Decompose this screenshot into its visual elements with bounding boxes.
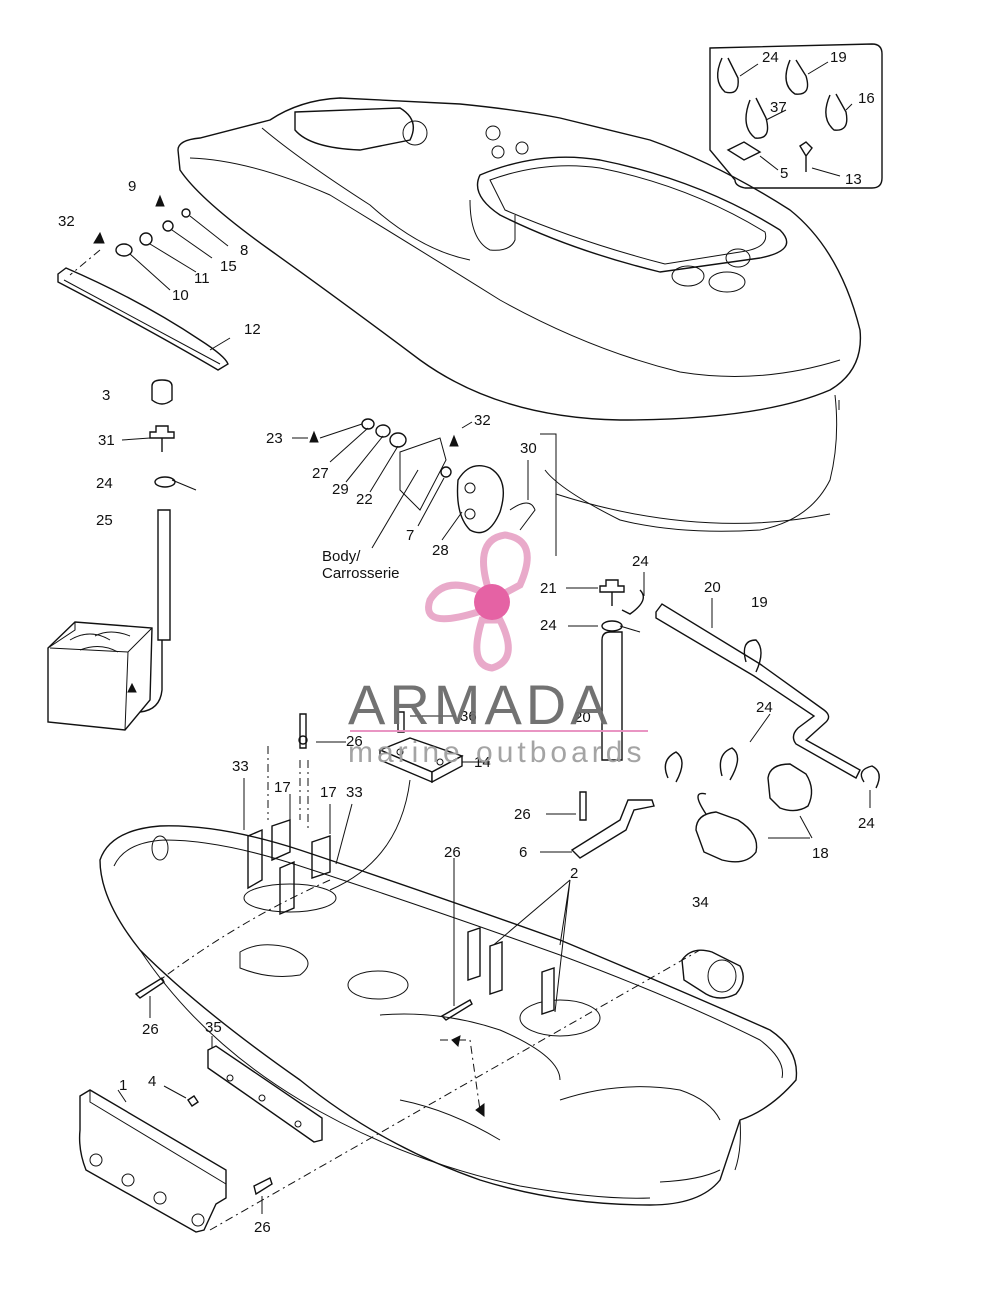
callout-8: 8 [240,242,248,259]
callout-27: 27 [312,465,329,482]
float-assembly: 24 24 18 26 6 [514,699,875,863]
propeller-logo [425,531,531,672]
callout-7: 7 [406,527,414,544]
callout-25: 25 [96,512,113,529]
callout-3: 3 [102,387,110,404]
callout-24: 24 [96,475,113,492]
drain-hose-assembly: 21 24 24 20 19 20 [540,553,880,789]
callout-26: 26 [142,1021,159,1038]
callout-20: 20 [704,579,721,596]
callout-37: 37 [770,99,787,116]
callout-29: 29 [332,481,349,498]
callout-32: 32 [474,412,491,429]
callout-24: 24 [762,49,779,66]
watermark-subtitle: marine outboards [348,736,645,769]
lower-hull: 26 2 34 26 [99,825,798,1231]
callout-21: 21 [540,580,557,597]
callout-13: 13 [845,171,862,188]
callout-22: 22 [356,491,373,508]
armada-watermark: ARMADA marine outboards [348,531,648,769]
rail-assembly: 9 32 8 15 11 10 12 [57,178,261,371]
callout-31: 31 [98,432,115,449]
callout-34: 34 [692,894,709,911]
skid-plate-assembly: 35 4 1 26 [78,1019,323,1236]
callout-32: 32 [58,213,75,230]
callout-24: 24 [540,617,557,634]
callout-9: 9 [128,178,136,195]
callout-2: 2 [570,865,578,882]
callout-26: 26 [254,1219,271,1236]
callout-20: 20 [574,709,591,726]
callout-19: 19 [830,49,847,66]
callout-19: 19 [751,594,768,611]
callout-6: 6 [519,844,527,861]
callout-35: 35 [205,1019,222,1036]
upper-hull-deck [177,97,862,532]
callout-14: 14 [474,754,491,771]
callout-17: 17 [274,779,291,796]
callout-12: 12 [244,321,261,338]
callout-26: 26 [514,806,531,823]
body-label-line2: Carrosserie [322,565,400,582]
callout-33: 33 [232,758,249,775]
mount-brackets: 36 26 14 33 17 17 33 [232,708,491,916]
callout-1: 1 [119,1077,127,1094]
vent-cover-assembly: 23 27 29 22 7 28 32 30 Body/ Carrosserie [266,412,831,582]
callout-18: 18 [812,845,829,862]
callout-24: 24 [858,815,875,832]
body-label-line1: Body/ [322,548,361,565]
callout-24: 24 [632,553,649,570]
vent-tube-assembly: 3 31 24 25 [47,379,197,731]
callout-26: 26 [346,733,363,750]
callout-30: 30 [520,440,537,457]
callout-15: 15 [220,258,237,275]
callout-23: 23 [266,430,283,447]
callout-36: 36 [460,708,477,725]
hardware-inset: 24 19 37 16 5 13 [709,43,883,189]
callout-26: 26 [444,844,461,861]
callout-28: 28 [432,542,449,559]
callout-10: 10 [172,287,189,304]
callout-24: 24 [756,699,773,716]
callout-16: 16 [858,90,875,107]
watermark-title: ARMADA [348,673,612,736]
callout-17: 17 [320,784,337,801]
callout-11: 11 [194,270,210,287]
callout-4: 4 [148,1073,156,1090]
callout-33: 33 [346,784,363,801]
callout-5: 5 [780,165,788,182]
